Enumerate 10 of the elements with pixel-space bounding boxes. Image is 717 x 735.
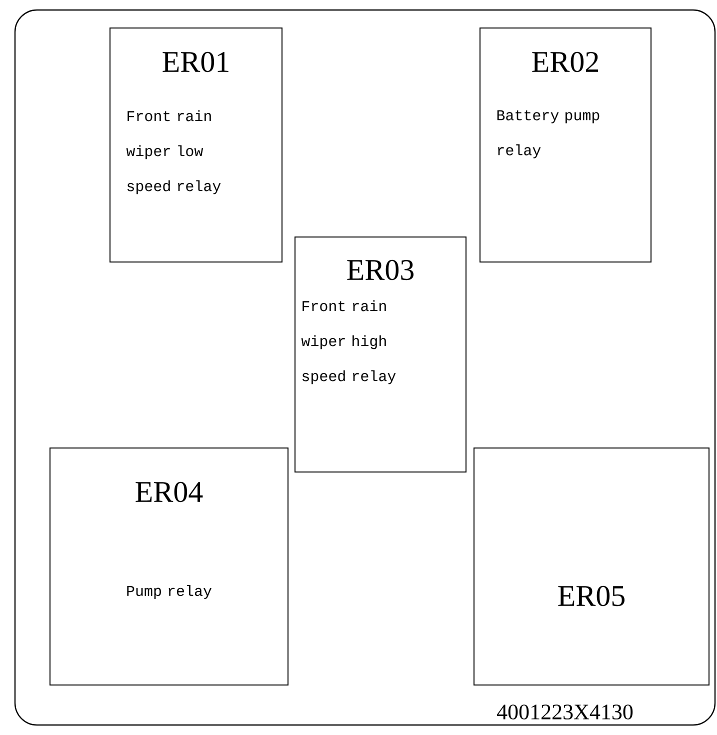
relay-name: Pump relay xyxy=(127,585,212,599)
relay-name: Battery pump relay xyxy=(497,110,600,158)
relay-name: Front rain wiper high speed relay xyxy=(301,300,396,384)
relay-code: ER01 xyxy=(162,52,228,72)
relay-code: ER05 xyxy=(558,586,625,606)
relay-code: ER04 xyxy=(136,482,203,502)
relay-name: Front rain wiper low speed relay xyxy=(126,110,221,194)
relay-code: ER03 xyxy=(347,260,414,280)
relay-code: ER02 xyxy=(532,52,598,72)
panel-outline xyxy=(14,9,716,726)
